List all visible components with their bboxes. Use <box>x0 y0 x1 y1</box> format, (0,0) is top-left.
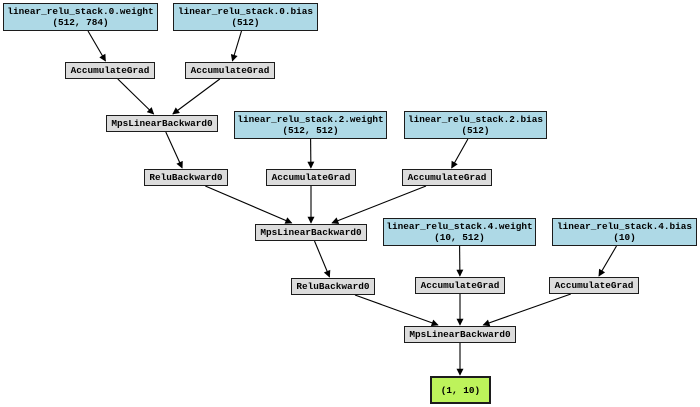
graph-node-mps-linear-backward0: MpsLinearBackward0 <box>106 115 218 132</box>
graph-node-accumulate-grad: AccumulateGrad <box>415 277 505 294</box>
node-label: linear_relu_stack.4.weight <box>386 221 533 232</box>
graph-node-accumulate-grad: AccumulateGrad <box>402 169 492 186</box>
edge-p0weight-to-accgrad <box>87 30 106 62</box>
edge-p0bias-to-accgrad <box>230 30 243 62</box>
node-label: linear_relu_stack.4.bias <box>556 221 693 232</box>
node-tensor-shape: (512) <box>231 17 260 28</box>
graph-node-mps-linear-backward0: MpsLinearBackward0 <box>404 326 516 343</box>
node-label: AccumulateGrad <box>190 65 270 76</box>
graph-node-linear-relu-stack-0-bias: linear_relu_stack.0.bias (512) <box>173 3 318 31</box>
node-label: AccumulateGrad <box>407 172 487 183</box>
node-label: AccumulateGrad <box>554 280 634 291</box>
node-tensor-shape: (10) <box>613 232 636 243</box>
node-label: linear_relu_stack.0.bias <box>177 6 314 17</box>
graph-node-relu-backward0: ReluBackward0 <box>291 278 375 295</box>
graph-node-accumulate-grad: AccumulateGrad <box>266 169 356 186</box>
node-label: AccumulateGrad <box>420 280 500 291</box>
node-tensor-shape: (512) <box>461 125 490 136</box>
graph-node-accumulate-grad: AccumulateGrad <box>65 62 155 79</box>
edge-mps1-to-relu1 <box>165 131 183 169</box>
edge-accgrad-to-mps1-l <box>117 78 155 115</box>
node-label: AccumulateGrad <box>271 172 351 183</box>
node-label: MpsLinearBackward0 <box>111 118 213 129</box>
node-label: ReluBackward0 <box>296 281 370 292</box>
edge-p2bias-to-accgrad <box>451 138 469 169</box>
node-label: MpsLinearBackward0 <box>409 329 511 340</box>
graph-node-accumulate-grad: AccumulateGrad <box>185 62 275 79</box>
edge-mps2-to-relu2 <box>313 240 331 278</box>
edge-p4bias-to-accgrad <box>598 245 617 277</box>
node-label: linear_relu_stack.0.weight <box>7 6 154 17</box>
graph-node-linear-relu-stack-2-weight: linear_relu_stack.2.weight (512, 512) <box>234 111 387 139</box>
graph-node-linear-relu-stack-4-weight: linear_relu_stack.4.weight (10, 512) <box>383 218 536 246</box>
node-tensor-shape: (10, 512) <box>434 232 485 243</box>
graph-node-relu-backward0: ReluBackward0 <box>144 169 228 186</box>
graph-node-linear-relu-stack-4-bias: linear_relu_stack.4.bias (10) <box>552 218 697 246</box>
edge-accgrad4b-to-mps3 <box>482 293 571 327</box>
edge-relu2-to-mps3 <box>354 294 439 327</box>
node-label: linear_relu_stack.2.weight <box>237 114 384 125</box>
node-label: AccumulateGrad <box>70 65 150 76</box>
node-label: (1, 10) <box>440 384 481 396</box>
graph-node-linear-relu-stack-2-bias: linear_relu_stack.2.bias (512) <box>404 111 547 139</box>
graph-node-output-tensor: (1, 10) <box>430 376 491 404</box>
node-label: ReluBackward0 <box>149 172 223 183</box>
graph-node-mps-linear-backward0: MpsLinearBackward0 <box>255 224 367 241</box>
node-label: linear_relu_stack.2.bias <box>407 114 544 125</box>
graph-node-linear-relu-stack-0-weight: linear_relu_stack.0.weight (512, 784) <box>3 3 158 31</box>
edge-relu1-to-mps2 <box>205 185 293 224</box>
node-tensor-shape: (512, 512) <box>282 125 339 136</box>
edge-accgrad-to-mps1-r <box>172 78 221 115</box>
node-tensor-shape: (512, 784) <box>52 17 109 28</box>
node-label: MpsLinearBackward0 <box>260 227 362 238</box>
graph-node-accumulate-grad: AccumulateGrad <box>549 277 639 294</box>
